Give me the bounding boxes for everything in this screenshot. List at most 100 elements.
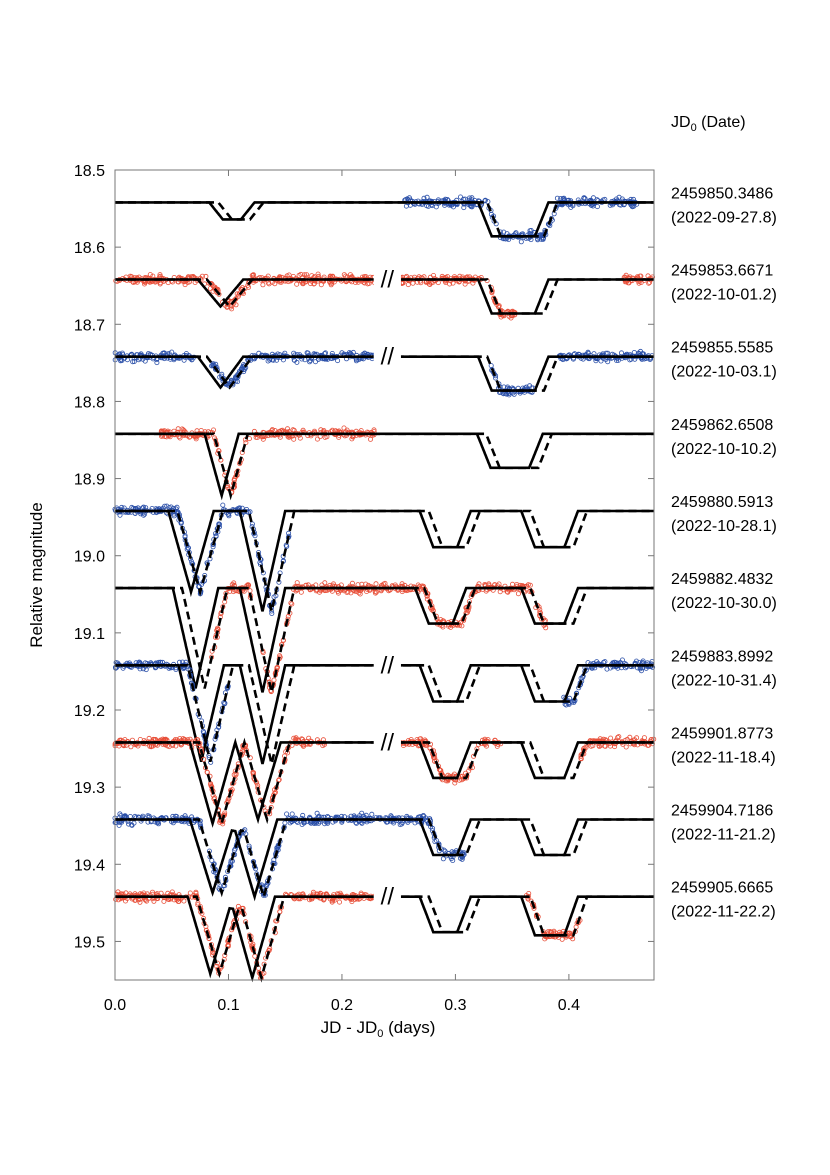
data-point — [233, 302, 239, 308]
x-axis-label-main: JD - JD — [321, 1018, 378, 1037]
axis-break-gap — [373, 730, 401, 755]
x-tick-label: 0.2 — [331, 997, 353, 1014]
data-point — [450, 280, 456, 286]
data-point — [291, 357, 297, 363]
data-point — [131, 820, 137, 826]
data-point — [325, 820, 331, 826]
data-point — [602, 659, 608, 665]
data-point — [450, 858, 456, 864]
data-point — [427, 745, 433, 751]
data-point — [151, 898, 157, 904]
data-point — [250, 769, 256, 775]
light-curve-row — [115, 194, 654, 245]
axis-break-marker: // — [381, 884, 395, 911]
data-point — [528, 227, 534, 233]
data-point — [367, 436, 373, 442]
data-point — [122, 813, 128, 819]
data-point — [509, 581, 515, 587]
data-point — [177, 435, 183, 441]
data-point — [382, 580, 388, 586]
data-point — [563, 702, 569, 708]
series-jd0-label: 2459862.6508 — [671, 417, 773, 434]
data-point — [182, 533, 188, 539]
data-point — [594, 204, 600, 210]
data-point — [559, 936, 565, 942]
observation-points — [113, 889, 583, 981]
data-point — [535, 237, 541, 243]
data-point — [143, 667, 149, 673]
series-date-label: (2022-10-10.2) — [671, 441, 777, 458]
light-curve-row: // — [113, 267, 656, 321]
series-jd0-label: 2459905.6665 — [671, 880, 773, 897]
data-point — [228, 860, 234, 866]
data-point — [187, 890, 193, 896]
data-point — [330, 581, 336, 587]
data-point — [336, 899, 342, 905]
data-point — [515, 591, 521, 597]
data-point — [636, 280, 642, 286]
data-point — [457, 194, 463, 200]
data-point — [442, 848, 448, 854]
data-point — [447, 281, 453, 287]
series-jd0-label: 2459904.7186 — [671, 803, 773, 820]
y-tick-label: 19.4 — [74, 857, 105, 874]
data-point — [357, 591, 363, 597]
data-point — [437, 767, 443, 773]
column-header: JD0 (Date) — [671, 114, 746, 134]
axis-break-gap — [373, 884, 401, 909]
data-point — [289, 811, 295, 817]
x-tick-label: 0.3 — [444, 997, 466, 1014]
data-point — [294, 281, 300, 287]
data-point — [459, 623, 465, 629]
model-curve-solid — [115, 509, 654, 612]
series-jd0-label: 2459882.4832 — [671, 571, 773, 588]
series-date-label: (2022-11-22.2) — [671, 904, 776, 921]
data-point — [623, 744, 629, 750]
data-point — [157, 272, 163, 278]
data-point — [181, 357, 187, 363]
data-point — [318, 282, 324, 288]
data-point — [432, 839, 438, 845]
data-point — [608, 735, 614, 741]
data-point — [289, 601, 295, 607]
data-point — [359, 810, 365, 816]
data-point — [452, 780, 458, 786]
data-point — [178, 520, 184, 526]
data-point — [560, 196, 566, 202]
x-tick-label: 0.0 — [104, 997, 126, 1014]
data-point — [373, 589, 379, 595]
data-point — [503, 391, 509, 397]
x-axis-label-sub: 0 — [377, 1028, 383, 1040]
data-point — [297, 435, 303, 441]
data-point — [634, 735, 640, 741]
data-point — [399, 581, 405, 587]
data-point — [141, 504, 147, 510]
data-point — [224, 381, 230, 387]
light-curve-row — [115, 580, 654, 695]
data-point — [189, 559, 195, 565]
data-point — [492, 375, 498, 381]
light-curve-row: // — [112, 729, 657, 829]
data-point — [274, 664, 280, 670]
data-point — [269, 427, 275, 433]
data-point — [224, 484, 230, 490]
data-point — [294, 580, 300, 586]
data-point — [272, 281, 278, 287]
data-point — [291, 436, 297, 442]
data-point — [410, 280, 416, 286]
y-axis-label: Relative magnitude — [27, 502, 46, 648]
axis-break-gap — [373, 267, 401, 292]
data-point — [181, 898, 187, 904]
data-point — [424, 194, 430, 200]
observation-points — [112, 810, 467, 898]
data-point — [518, 239, 524, 245]
data-point — [250, 941, 256, 947]
data-point — [363, 812, 369, 818]
data-point — [298, 589, 304, 595]
series-date-label: (2022-09-27.8) — [671, 209, 777, 226]
data-point — [249, 521, 255, 527]
data-point — [511, 391, 517, 397]
observation-points — [158, 425, 377, 496]
axis-break-marker: // — [381, 344, 395, 371]
data-point — [322, 434, 328, 440]
